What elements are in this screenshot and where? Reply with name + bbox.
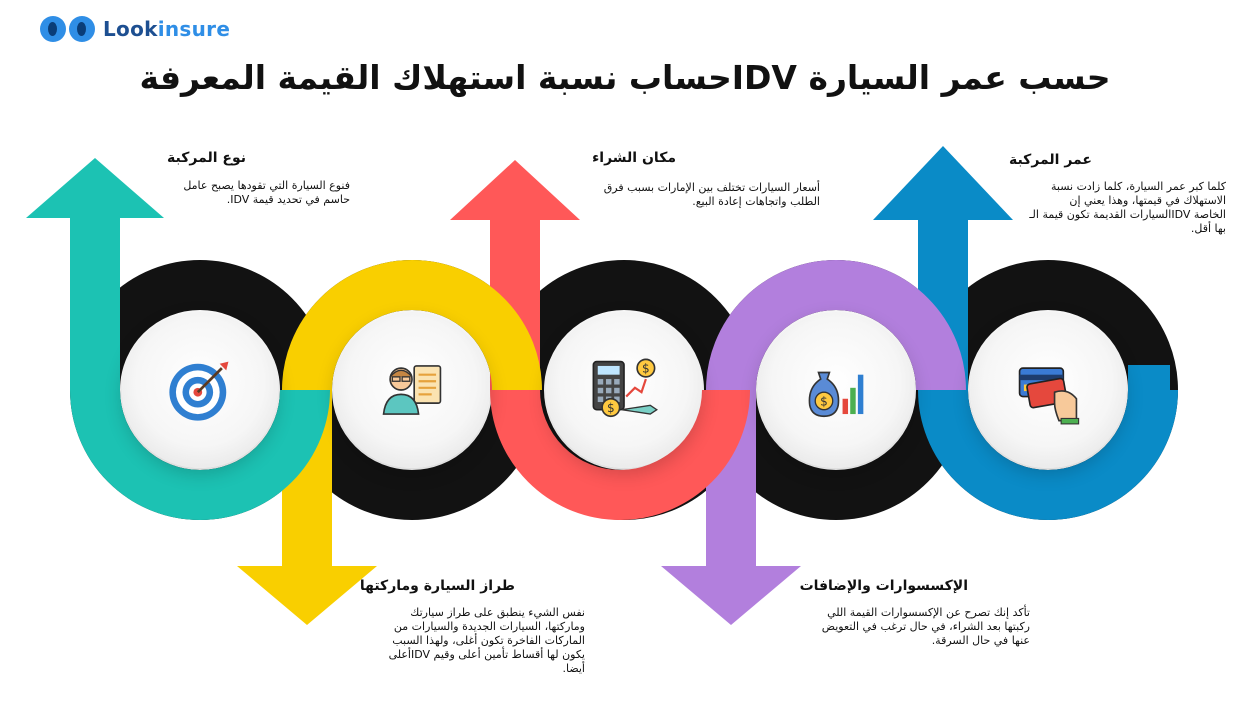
step-4-heading: الإكسسوارات والإضافات [799, 578, 968, 594]
step-2-line-5: أيضا. [562, 662, 585, 675]
step-4-description: تأكد إنك تصرح عن الإكسسوارات القيمة اللي… [790, 606, 1030, 648]
step-circle-1 [122, 312, 278, 468]
step-5-line-3: الخاصة IDVالسيارات القديمة تكون قيمة الـ [1029, 208, 1226, 221]
step-2-line-2: وماركتها، السيارات الجديدة والسيارات من [393, 620, 585, 633]
step-circle-5 [970, 312, 1126, 468]
step-5-description: كلما كبر عمر السيارة، كلما زادت نسبة الا… [990, 180, 1226, 236]
step-2-heading: طراز السيارة وماركتها [359, 578, 515, 594]
brand-name-part2: insure [157, 17, 231, 41]
teal-arrowhead [26, 158, 164, 218]
brand-name-part1: Look [103, 17, 158, 41]
blue-ribbon [918, 220, 1178, 520]
step-5-line-4: بها أقل. [1190, 222, 1226, 235]
purple-ribbon [706, 260, 966, 566]
step-2-line-3: الماركات الفاخرة تكون أغلى، ولهذا السبب [392, 634, 585, 647]
step-2-description: نفس الشيء ينطبق على طراز سيارتك وماركتها… [340, 606, 585, 676]
step-circle-3: $ $ [546, 312, 702, 468]
step-5-heading: عمر المركبة [1008, 152, 1092, 168]
calculator-money-icon: $ $ [592, 358, 658, 418]
step-1-line-1: فنوع السيارة التي تقودها يصبح عامل [183, 179, 350, 192]
credit-card-hand-icon [1018, 367, 1080, 425]
svg-text:$: $ [820, 394, 828, 408]
teal-ribbon [70, 218, 330, 520]
svg-text:$: $ [642, 362, 650, 376]
step-3-description: أسعار السيارات تختلف بين الإمارات بسبب ف… [570, 181, 820, 209]
step-2-line-4: يكون لها أقساط تأمين أعلى وقيم IDVأعلى [388, 648, 585, 661]
two-circles-logo-icon [40, 16, 95, 42]
svg-text:$: $ [607, 401, 615, 415]
money-bag-chart-icon: $ [808, 371, 864, 418]
red-arrowhead [450, 160, 580, 220]
step-4-line-1: تأكد إنك تصرح عن الإكسسوارات القيمة اللي [827, 606, 1030, 619]
blue-arrowhead [873, 146, 1013, 220]
businessman-document-icon [382, 365, 442, 415]
brand-logo: Lookinsure [40, 14, 230, 44]
yellow-arrowhead [237, 566, 377, 625]
step-4-line-2: ركبتها بعد الشراء، في حال ترغب في التعوي… [821, 620, 1030, 633]
step-3-line-1: أسعار السيارات تختلف بين الإمارات بسبب ف… [603, 181, 820, 194]
step-circle-2 [334, 312, 490, 468]
step-circle-4: $ [758, 312, 914, 468]
step-5-line-2: الاستهلاك في قيمتها، وهذا يعني إن [1069, 194, 1226, 207]
step-4-line-3: عنها في حال السرقة. [931, 634, 1030, 647]
step-1-heading: نوع المركبة [167, 150, 246, 166]
step-2-line-1: نفس الشيء ينطبق على طراز سيارتك [410, 606, 585, 619]
target-icon [169, 361, 229, 421]
page-title: حسب عمر السيارة IDVحساب نسبة استهلاك الق… [139, 58, 1111, 97]
brand-name: Lookinsure [103, 17, 230, 41]
yellow-ribbon [282, 260, 542, 566]
purple-arrowhead [661, 566, 801, 625]
step-3-heading: مكان الشراء [592, 150, 676, 166]
step-5-line-1: كلما كبر عمر السيارة، كلما زادت نسبة [1050, 180, 1226, 193]
step-1-line-2: حاسم في تحديد قيمة IDV. [226, 193, 350, 206]
step-3-line-2: الطلب واتجاهات إعادة البيع. [692, 195, 820, 208]
step-1-description: فنوع السيارة التي تقودها يصبح عامل حاسم … [150, 179, 350, 207]
red-ribbon [490, 220, 750, 520]
